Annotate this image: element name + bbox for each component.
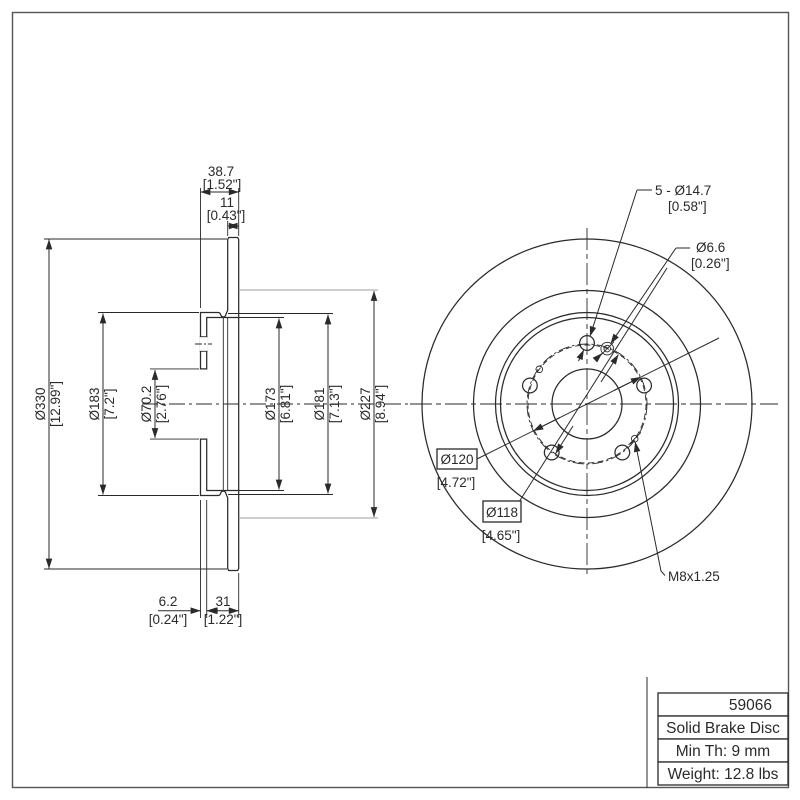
- dim-friction-inner-dia-mm: Ø227: [358, 387, 373, 420]
- section-lug-hole: [199, 336, 208, 352]
- dim-hat-outer-dia-mm: Ø181: [312, 387, 327, 420]
- dim-overall-thickness: 38.7 [1.52"]: [200, 164, 242, 308]
- dim-hat-height-in: [1.22"]: [204, 612, 243, 627]
- dim-friction-inner-dia-in: [8.94"]: [373, 385, 388, 424]
- callout-lug-holes-mm: 5 - Ø14.7: [655, 183, 711, 198]
- callout-access-hole-mm: Ø6.6: [696, 240, 725, 255]
- callout-hole-circle: Ø118 [4.65"]: [482, 267, 668, 543]
- dim-hat-height-mm: 31: [215, 594, 230, 609]
- part-number: 59066: [729, 697, 772, 714]
- callout-access-hole-in: [0.26"]: [691, 256, 730, 271]
- dim-hat-outer-dia: Ø181 [7.13"]: [228, 313, 342, 495]
- access-hole-left: [535, 365, 544, 374]
- bolt-circle-box: [436, 448, 478, 470]
- callout-lug-holes: 5 - Ø14.7 [0.58"]: [576, 183, 711, 362]
- product-name: Solid Brake Disc: [666, 720, 780, 737]
- dim-overall-thickness-in: [1.52"]: [203, 177, 242, 192]
- dim-center-bore-in: [2.76"]: [154, 385, 169, 424]
- callout-thread-spec: M8x1.25: [633, 441, 720, 584]
- dim-flange-thickness-in: [0.24"]: [149, 612, 188, 627]
- dim-flange-thickness: 6.2 [0.24"]: [149, 500, 218, 627]
- weight: Weight: 12.8 lbs: [668, 766, 779, 783]
- title-block: 59066 Solid Brake Disc Min Th: 9 mm Weig…: [646, 677, 789, 788]
- callout-bolt-circle-in: [4.72"]: [437, 475, 476, 490]
- dim-friction-inner-dia: Ø227 [8.94"]: [238, 289, 388, 519]
- threaded-hole-tick: [600, 341, 615, 356]
- dim-disc-thickness: 11 [0.43"]: [207, 195, 246, 236]
- callout-bolt-circle: Ø120 [4.72"]: [436, 337, 720, 490]
- dim-center-bore: Ø70.2 [2.76"]: [139, 368, 199, 440]
- dim-outer-dia-in: [12.99"]: [48, 381, 63, 427]
- dim-overall-thickness-mm: 38.7: [208, 164, 234, 179]
- min-thickness: Min Th: 9 mm: [676, 743, 770, 760]
- callout-thread-spec-label: M8x1.25: [668, 569, 720, 584]
- lug-hole-lower-right: [614, 444, 631, 461]
- dim-center-bore-mm: Ø70.2: [139, 386, 154, 423]
- thread-hole-tick: [628, 432, 642, 446]
- dim-outer-dia: Ø330 [12.99"]: [33, 238, 227, 570]
- front-view: [410, 228, 778, 578]
- section-cut-top: [199, 236, 240, 370]
- dim-flange-dia: Ø183 [7.2"]: [87, 312, 199, 496]
- dim-hat-inner-dia-in: [6.81"]: [278, 385, 293, 424]
- threaded-hole-inner: [603, 344, 611, 353]
- threaded-hole-outer: [600, 341, 614, 356]
- callout-hole-circle-in: [4.65"]: [482, 528, 521, 543]
- dim-hat-inner-dia: Ø173 [6.81"]: [224, 317, 293, 491]
- title-block-row-weight: [657, 761, 789, 786]
- lug-hole-upper-right: [636, 377, 653, 394]
- dim-flange-dia-mm: Ø183: [87, 387, 102, 420]
- dim-disc-thickness-in: [0.43"]: [207, 208, 246, 223]
- dim-outer-dia-mm: Ø330: [33, 387, 48, 420]
- dim-flange-thickness-mm: 6.2: [159, 594, 178, 609]
- section-view: [142, 236, 428, 572]
- drawing-border: [11, 11, 790, 789]
- section-cut-bottom: [199, 438, 240, 572]
- callout-access-hole: Ø6.6 [0.26"]: [592, 240, 730, 363]
- dim-flange-dia-in: [7.2"]: [102, 388, 117, 419]
- callout-bolt-circle-mm: Ø120: [440, 452, 473, 467]
- callout-hole-circle-mm: Ø118: [486, 505, 518, 520]
- lug-hole-upper-left: [521, 377, 538, 394]
- dim-hat-inner-dia-mm: Ø173: [263, 387, 278, 420]
- dim-disc-thickness-mm: 11: [220, 195, 234, 210]
- dim-hat-height: 31 [1.22"]: [204, 573, 243, 627]
- dim-hat-outer-dia-in: [7.13"]: [327, 385, 342, 424]
- hole-circle-box: [482, 500, 522, 523]
- callout-lug-holes-in: [0.58"]: [668, 199, 707, 214]
